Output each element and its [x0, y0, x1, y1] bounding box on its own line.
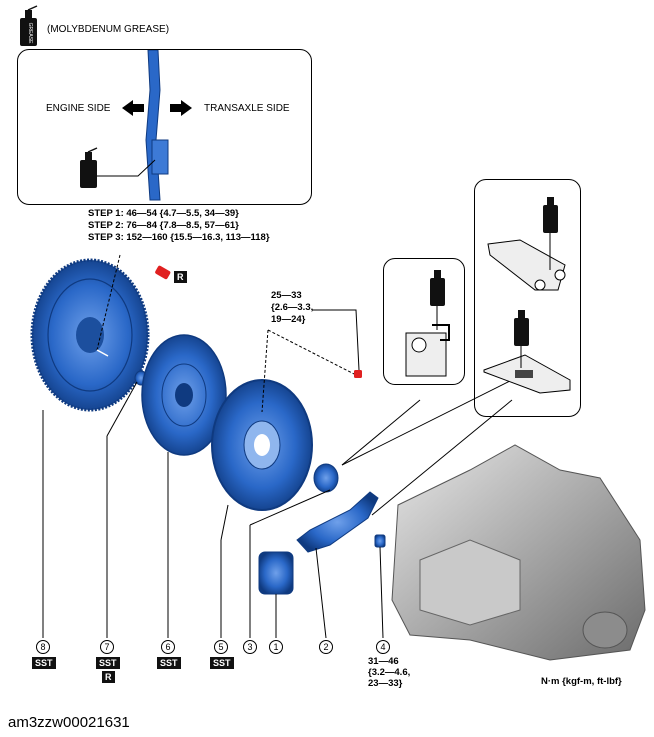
fork-detail-top: [487, 239, 566, 291]
part-number-2: 2: [319, 640, 333, 654]
grease-can-icon: [80, 147, 98, 188]
sst-badge-8: SST: [32, 657, 56, 669]
transaxle-side-label: TRANSAXLE SIDE: [204, 103, 290, 114]
part-number-1: 1: [269, 640, 283, 654]
units-label: N·m {kgf-m, ft-lbf}: [541, 676, 622, 687]
arrow-left-icon: [122, 100, 144, 116]
bearing-section-detail: [405, 324, 450, 377]
flywheel: [30, 258, 150, 412]
part-number-7: 7: [100, 640, 114, 654]
grease-can-icon: GREASE: [20, 5, 38, 46]
sst-badge-5: SST: [210, 657, 234, 669]
part-number-8: 8: [36, 640, 50, 654]
engine-side-label: ENGINE SIDE: [46, 103, 111, 114]
release-fork-boot: [258, 551, 294, 595]
pivot-pin: [374, 534, 386, 548]
reuse-badge-7: R: [102, 671, 115, 683]
part-number-5: 5: [214, 640, 228, 654]
part-number-6: 6: [161, 640, 175, 654]
arrow-right-icon: [170, 100, 192, 116]
pivot-torque-2: {3.2—4.6,: [368, 667, 411, 678]
fork-detail-panel: [474, 179, 581, 417]
flywheel-bolt: [155, 265, 171, 280]
sst-badge-7: SST: [96, 657, 120, 669]
grease-can-icon: [430, 270, 445, 306]
svg-text:GREASE: GREASE: [27, 23, 33, 45]
torque-step-3: STEP 3: 152—160 {15.5—16.3, 113—118}: [88, 232, 270, 243]
part-number-4: 4: [376, 640, 390, 654]
pressure-plate-torque-1: 25—33: [271, 290, 302, 301]
pressure-plate-torque-3: 19—24}: [271, 314, 306, 325]
fork-detail-bottom: [483, 354, 571, 394]
pivot-torque-3: 23—33}: [368, 678, 403, 689]
grease-can-icon: [543, 197, 558, 233]
clutch-cover: [211, 379, 313, 511]
reuse-badge-flywheel-bolt: R: [174, 271, 187, 283]
figure-caption: am3zzw00021631: [8, 714, 130, 731]
inset-panel: [17, 49, 312, 205]
clutch-cover-bolt: [354, 370, 362, 378]
torque-step-2: STEP 2: 76—84 {7.8—8.5, 57—61}: [88, 220, 239, 231]
clutch-disc: [141, 334, 227, 456]
clutch-disc-section: [145, 49, 169, 201]
grease-legend: (MOLYBDENUM GREASE): [47, 24, 170, 35]
grease-can-icon: [514, 310, 529, 346]
release-fork: [296, 491, 379, 553]
pressure-plate-torque-2: {2.6—3.3,: [271, 302, 314, 313]
torque-step-1: STEP 1: 46—54 {4.7—5.5, 34—39}: [88, 208, 239, 219]
release-bearing: [313, 463, 339, 493]
bearing-detail-panel: [383, 258, 465, 385]
part-number-3: 3: [243, 640, 257, 654]
sst-badge-6: SST: [157, 657, 181, 669]
pivot-torque-1: 31—46: [368, 656, 399, 667]
transaxle-housing: [391, 444, 646, 661]
